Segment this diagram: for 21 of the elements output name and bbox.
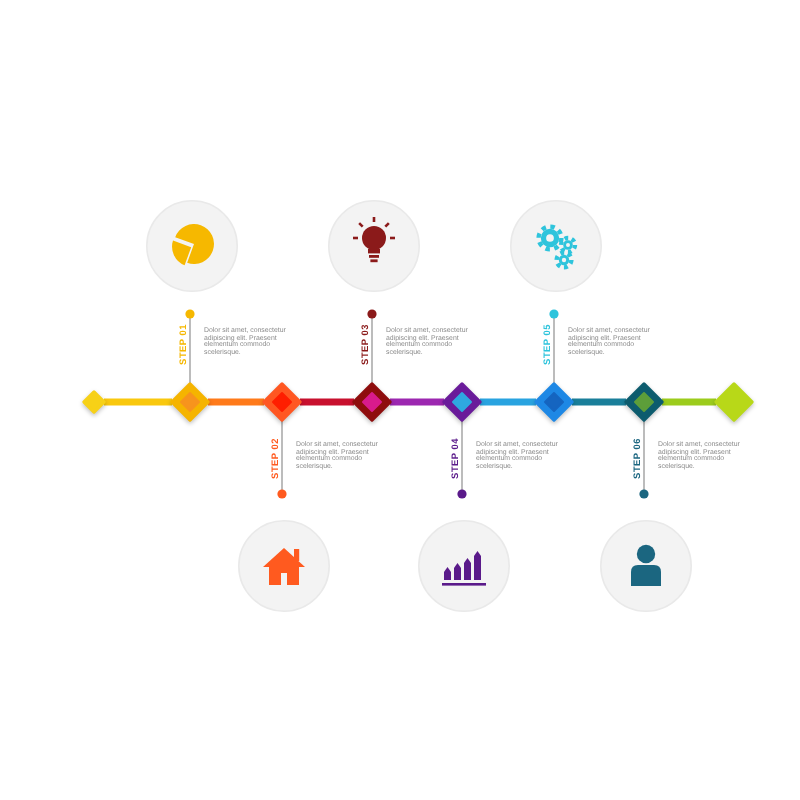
- diamond-marker: [442, 382, 482, 422]
- timeline-segment: [572, 398, 626, 406]
- pin-line: [639, 419, 649, 499]
- timeline-segment: [104, 398, 172, 406]
- timeline-segment: [300, 398, 354, 406]
- timeline-segment: [662, 398, 716, 406]
- diamond-marker: [352, 382, 392, 422]
- timeline-segment: [480, 398, 536, 406]
- pin-line: [277, 419, 287, 499]
- diamond-marker: [82, 390, 106, 414]
- timeline-segment: [208, 398, 264, 406]
- pin-line: [185, 309, 195, 385]
- pin-line: [457, 419, 467, 499]
- diamond-marker: [534, 382, 574, 422]
- diamond-marker: [170, 382, 210, 422]
- diamond-marker: [714, 382, 754, 422]
- pin-line: [367, 309, 377, 385]
- diamond-marker: [262, 382, 302, 422]
- diamond-marker: [624, 382, 664, 422]
- pin-line: [549, 309, 559, 385]
- timeline-segment: [390, 398, 444, 406]
